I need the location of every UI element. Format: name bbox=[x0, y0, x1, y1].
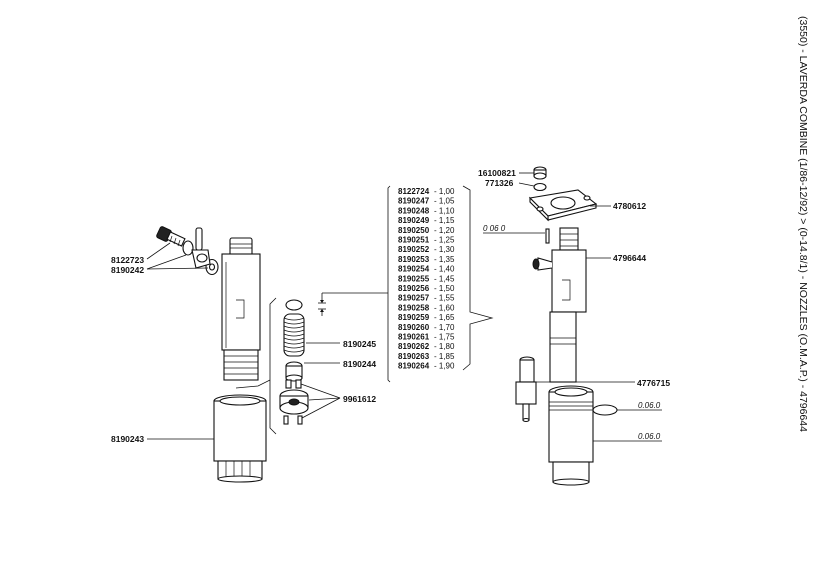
label-8190244: 8190244 bbox=[343, 359, 376, 369]
shim-code-10: 8190256 bbox=[398, 284, 430, 293]
pressure-spindle-drawing bbox=[285, 361, 303, 382]
shim-value-17: - 1,85 bbox=[434, 352, 455, 361]
label-8122723: 8122723 bbox=[111, 255, 144, 265]
shim-code-2: 8190248 bbox=[398, 206, 430, 215]
right-nozzle-holder bbox=[515, 166, 618, 486]
holder-body-drawing bbox=[221, 237, 261, 381]
shim-code-18: 8190264 bbox=[398, 362, 430, 371]
locating-pin-drawing bbox=[545, 228, 550, 244]
label-4780612: 4780612 bbox=[613, 201, 646, 211]
shim-code-7: 8190253 bbox=[398, 255, 430, 264]
shim-value-0: - 1,00 bbox=[434, 187, 455, 196]
shim-value-11: - 1,55 bbox=[434, 294, 455, 303]
shim-code-12: 8190258 bbox=[398, 303, 430, 312]
shim-value-13: - 1,65 bbox=[434, 313, 455, 322]
nozzle-cap-nut-drawing bbox=[213, 394, 267, 483]
shim-code-9: 8190255 bbox=[398, 274, 430, 283]
shim-washer-drawing bbox=[285, 299, 303, 311]
shim-table bbox=[387, 185, 494, 383]
nozzle-drawing bbox=[515, 356, 537, 423]
dim-label-ring: 0.06.0 bbox=[638, 401, 661, 410]
diagram-title: (3550) - LAVERDA COMBINE (1/86-12/92) > … bbox=[797, 16, 809, 432]
shim-code-13: 8190259 bbox=[398, 313, 430, 322]
banjo-fitting-drawing bbox=[191, 227, 211, 269]
shim-value-6: - 1,30 bbox=[434, 245, 455, 254]
sealing-ring-drawing bbox=[592, 404, 618, 416]
pressure-spring-drawing bbox=[283, 313, 305, 357]
shim-value-14: - 1,70 bbox=[434, 323, 455, 332]
dim-label-top: 0 06 0 bbox=[483, 224, 506, 233]
shim-value-3: - 1,15 bbox=[434, 216, 455, 225]
shim-code-3: 8190249 bbox=[398, 216, 430, 225]
cap-nut-drawing bbox=[533, 166, 547, 180]
label-4796644: 4796644 bbox=[613, 253, 646, 263]
shim-value-16: - 1,80 bbox=[434, 342, 455, 351]
label-8190243: 8190243 bbox=[111, 434, 144, 444]
label-16100821: 16100821 bbox=[478, 168, 516, 178]
shim-value-9: - 1,45 bbox=[434, 274, 455, 283]
shim-code-15: 8190261 bbox=[398, 333, 430, 342]
shim-code-6: 8190252 bbox=[398, 245, 430, 254]
shim-code-5: 8190251 bbox=[398, 236, 430, 245]
shim-code-11: 8190257 bbox=[398, 294, 430, 303]
shim-table-rows: 8122724 - 1,00 8190247 - 1,05 8190248 - 1,10 8… bbox=[398, 187, 455, 371]
label-8190242: 8190242 bbox=[111, 265, 144, 275]
label-8190245: 8190245 bbox=[343, 339, 376, 349]
label-771326: 771326 bbox=[485, 178, 514, 188]
shim-value-1: - 1,05 bbox=[434, 197, 455, 206]
label-9961612: 9961612 bbox=[343, 394, 376, 404]
shim-code-14: 8190260 bbox=[398, 323, 430, 332]
shim-value-4: - 1,20 bbox=[434, 226, 455, 235]
dim-label-body: 0.06.0 bbox=[638, 432, 661, 441]
spring-group bbox=[235, 292, 388, 435]
right-cap-nut-drawing bbox=[548, 385, 594, 486]
shim-code-8: 8190254 bbox=[398, 265, 430, 274]
shim-code-17: 8190263 bbox=[398, 352, 430, 361]
shim-code-16: 8190262 bbox=[398, 342, 430, 351]
shim-code-4: 8190250 bbox=[398, 226, 430, 235]
shim-value-5: - 1,25 bbox=[434, 236, 455, 245]
shim-code-0: 8122724 bbox=[398, 187, 430, 196]
shim-value-8: - 1,40 bbox=[434, 265, 455, 274]
banjo-bolt-drawing bbox=[156, 226, 186, 247]
left-nozzle-holder bbox=[156, 226, 267, 483]
shim-value-18: - 1,90 bbox=[434, 362, 455, 371]
intermediate-piece-drawing bbox=[279, 379, 309, 425]
shim-value-2: - 1,10 bbox=[434, 206, 455, 215]
nozzle-holder-body-drawing bbox=[532, 227, 587, 383]
washer-drawing bbox=[533, 182, 547, 192]
label-4776715: 4776715 bbox=[637, 378, 670, 388]
shim-value-7: - 1,35 bbox=[434, 255, 455, 264]
shim-value-12: - 1,60 bbox=[434, 303, 455, 312]
shim-code-1: 8190247 bbox=[398, 197, 430, 206]
shim-value-15: - 1,75 bbox=[434, 333, 455, 342]
flange-drawing bbox=[528, 189, 598, 222]
shim-value-10: - 1,50 bbox=[434, 284, 455, 293]
